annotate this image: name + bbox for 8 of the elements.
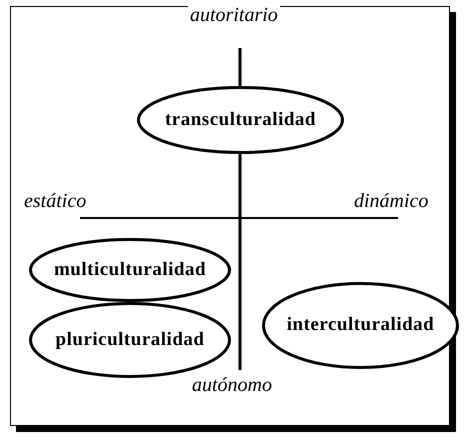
concept-ellipse: [262, 282, 459, 369]
concept-label: multiculturalidad: [54, 258, 206, 282]
concept-label: interculturalidad: [286, 313, 434, 338]
concept-ellipse: [137, 86, 344, 154]
concept-ellipse: [29, 238, 231, 302]
concept-ellipse: [29, 302, 231, 378]
concept-label: transculturalidad: [164, 108, 316, 132]
concept-label: pluriculturalidad: [56, 328, 204, 352]
